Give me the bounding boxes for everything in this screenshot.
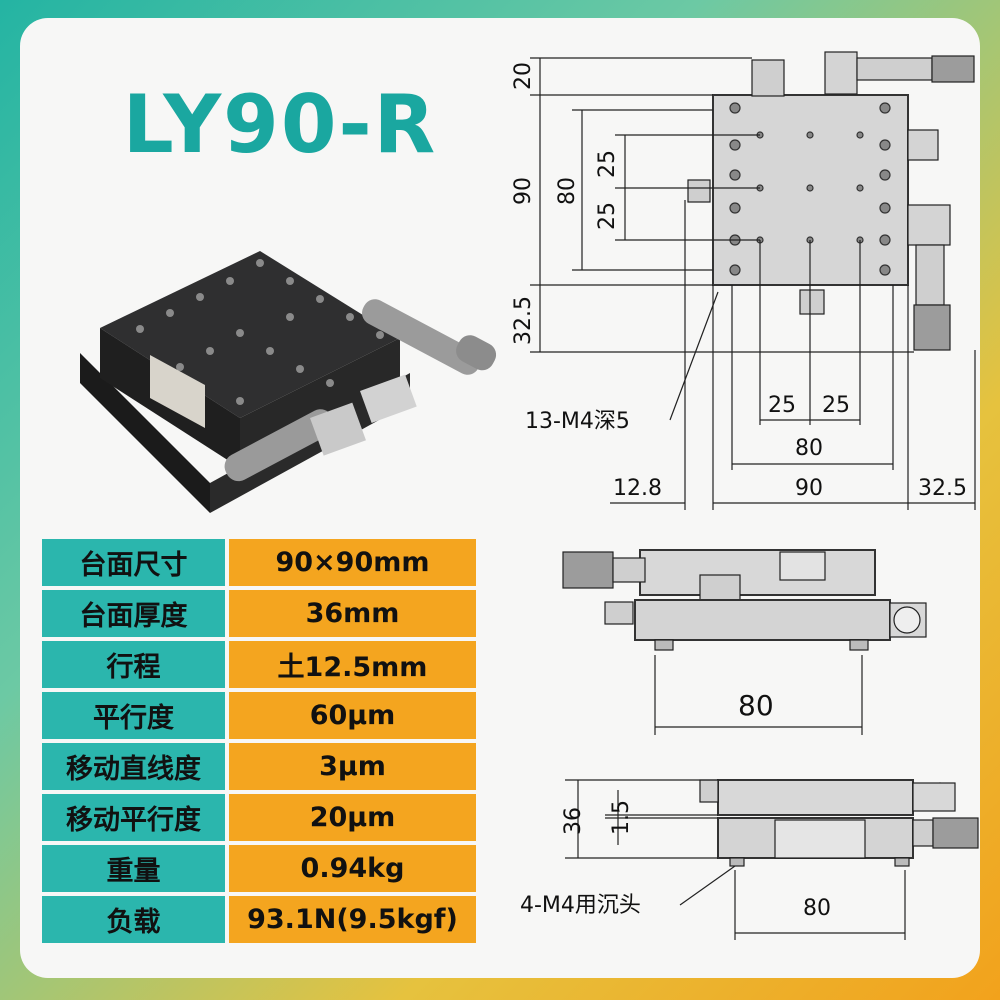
spec-value: 36mm: [225, 590, 476, 637]
spec-label: 平行度: [42, 692, 225, 739]
dim-label: 25: [595, 202, 620, 230]
spec-value: 90×90mm: [225, 539, 476, 586]
spec-label: 移动平行度: [42, 794, 225, 841]
spec-value: 土12.5mm: [225, 641, 476, 688]
dim-label: 80: [738, 689, 774, 722]
dim-label: 80: [555, 177, 580, 205]
dim-label: 25: [822, 393, 850, 418]
dim-label: 12.8: [613, 476, 662, 501]
table-row: 行程土12.5mm: [42, 641, 476, 688]
product-photo: [80, 251, 497, 513]
dim-label: 25: [768, 393, 796, 418]
dim-label: 90: [795, 476, 823, 501]
spec-value: 60μm: [225, 692, 476, 739]
spec-value: 93.1N(9.5kgf): [225, 896, 476, 943]
dim-label: 25: [595, 150, 620, 178]
dim-label: 20: [511, 62, 536, 90]
dim-label: 32.5: [511, 296, 536, 345]
dim-label: 36: [561, 807, 586, 835]
spec-value: 3μm: [225, 743, 476, 790]
dim-label: 90: [511, 177, 536, 205]
spec-label: 行程: [42, 641, 225, 688]
hole-note: 13-M4深5: [525, 409, 630, 434]
product-title: LY90-R: [122, 78, 438, 171]
spec-value: 20μm: [225, 794, 476, 841]
spec-label: 移动直线度: [42, 743, 225, 790]
spec-value: 0.94kg: [225, 845, 476, 892]
dim-label: 1.5: [609, 800, 634, 835]
mount-note: 4-M4用沉头: [520, 893, 641, 918]
spec-label: 台面厚度: [42, 590, 225, 637]
spec-label: 台面尺寸: [42, 539, 225, 586]
spec-label: 负载: [42, 896, 225, 943]
dim-label: 80: [795, 436, 823, 461]
dim-label: 32.5: [918, 476, 967, 501]
dim-label: 80: [803, 896, 831, 921]
spec-label: 重量: [42, 845, 225, 892]
